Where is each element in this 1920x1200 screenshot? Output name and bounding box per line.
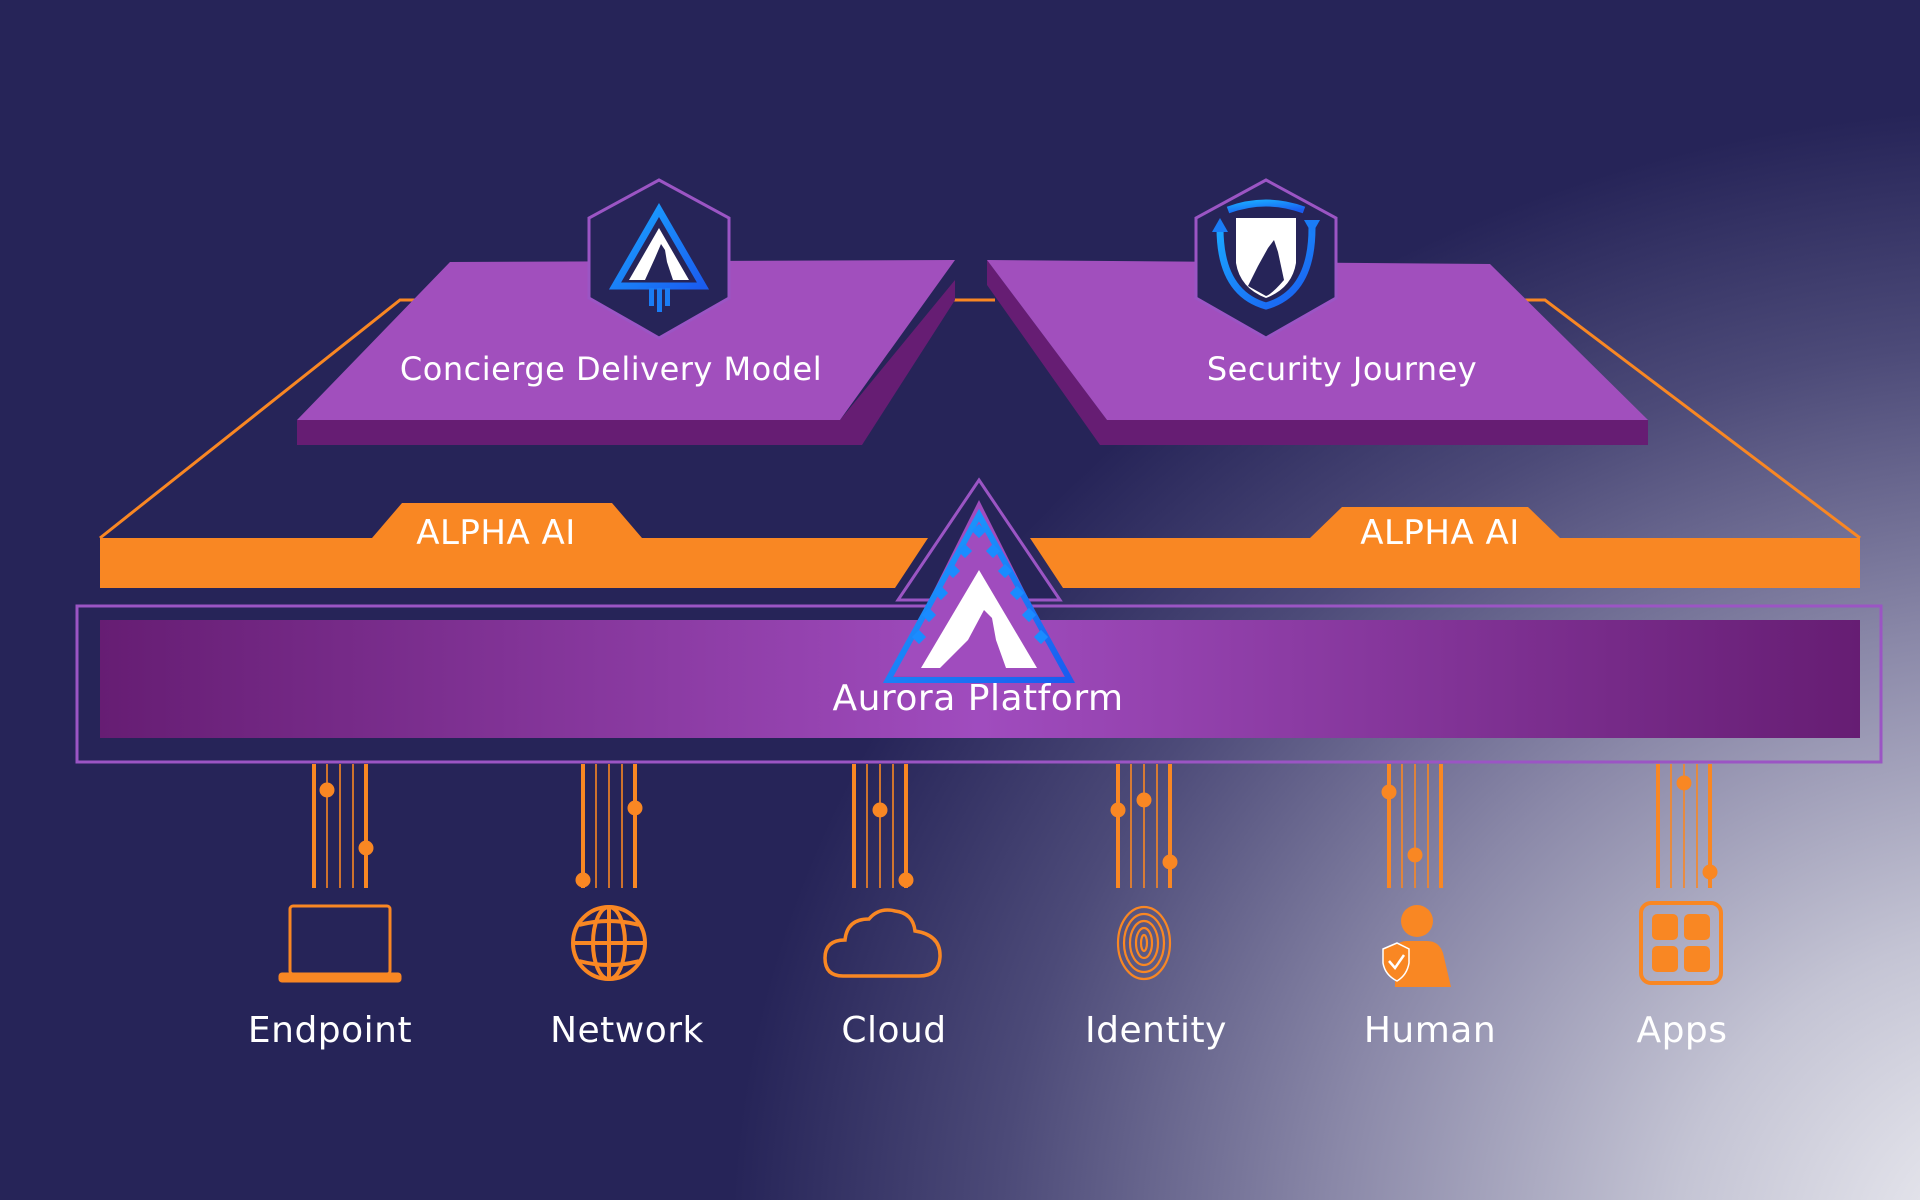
domain-label-cloud: Cloud <box>841 1010 947 1051</box>
domain-label-network: Network <box>550 1010 704 1051</box>
connector-node <box>872 802 888 818</box>
connector-node <box>1136 792 1152 808</box>
cloud-icon <box>823 908 942 978</box>
connector-node <box>1407 847 1423 863</box>
security-panel <box>987 260 1648 445</box>
domain-label-endpoint: Endpoint <box>247 1010 413 1051</box>
concierge-panel-title: Concierge Delivery Model <box>399 350 823 388</box>
connector-node <box>1676 775 1692 791</box>
domain-label-apps: Apps <box>1636 1010 1728 1051</box>
connector-node <box>1110 802 1126 818</box>
connector-node <box>319 782 335 798</box>
platform-title: Aurora Platform <box>832 678 1124 719</box>
wolf-shield-icon <box>1194 178 1338 340</box>
connector-node <box>898 872 914 888</box>
person-shield-icon <box>1382 905 1451 987</box>
concierge-panel <box>297 260 955 445</box>
wolf-triangle-icon <box>587 178 731 340</box>
security-panel-side <box>987 260 1648 445</box>
globe-icon <box>571 905 647 981</box>
ai-layer-right-label: ALPHA AI <box>1360 513 1520 553</box>
security-panel-title: Security Journey <box>1206 350 1478 388</box>
connector-node <box>1702 864 1718 880</box>
connector-node <box>1162 854 1178 870</box>
concierge-panel-top <box>297 260 955 420</box>
concierge-panel-side <box>297 280 955 445</box>
connector-node <box>627 800 643 816</box>
ai-layer-left <box>100 503 928 588</box>
ai-layer-right <box>1030 507 1860 588</box>
connector-bundles <box>312 764 1718 888</box>
connector-node <box>575 872 591 888</box>
security-panel-top <box>987 260 1648 420</box>
laptop-icon <box>278 904 402 983</box>
connector-node <box>1381 784 1397 800</box>
domain-label-identity: Identity <box>1085 1010 1227 1051</box>
fingerprint-icon <box>1116 905 1172 981</box>
ai-layer-left-label: ALPHA AI <box>416 513 576 553</box>
domain-label-human: Human <box>1363 1010 1497 1051</box>
connector-node <box>358 840 374 856</box>
aurora-wolf-logo-icon <box>882 477 1076 683</box>
apps-grid-icon <box>1639 901 1723 985</box>
